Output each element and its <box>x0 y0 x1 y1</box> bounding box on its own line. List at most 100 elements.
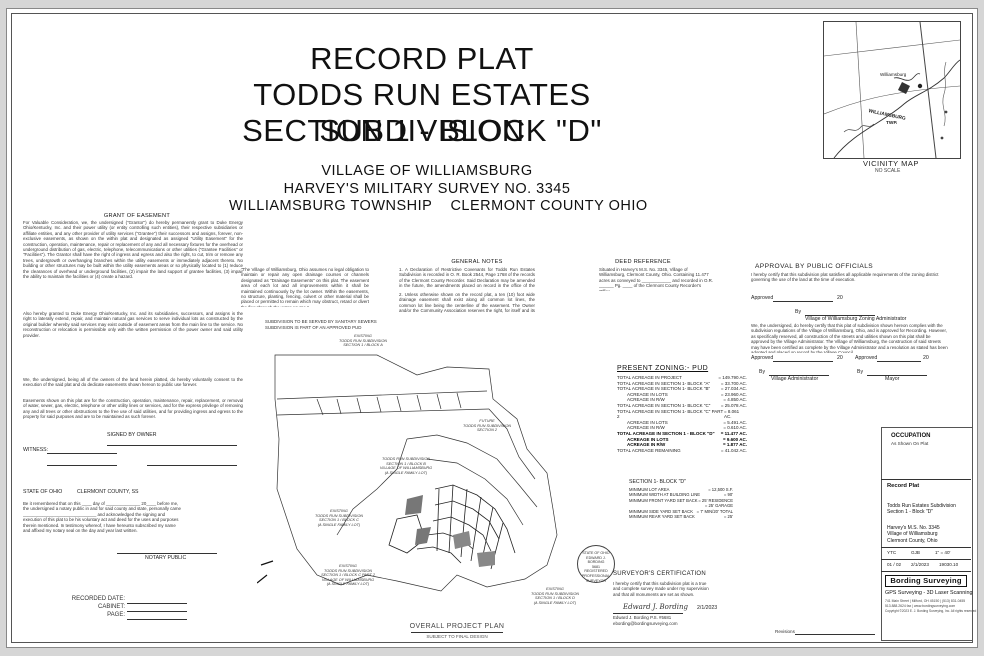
plan-label-block-c2: EXISTING TODDS RUN SUBDIVISION SECTION 1… <box>303 564 393 587</box>
surveyor-signature: Edward J. Bording <box>623 603 688 611</box>
zoning-row: ACREAGE IN LOTS= 5.491 AC. <box>617 420 747 426</box>
plan-label-block-b-line-3: VILLAGE OF WILLIAMSBURG <box>379 466 433 471</box>
plan-label-block-b: TODDS RUN SUBDIVISION SECTION 1 / BLOCK … <box>361 457 451 475</box>
revisions-line <box>795 634 875 635</box>
seal-professional: PROFESSIONAL SURVEYOR <box>582 573 610 583</box>
approval-heading: APPROVAL BY PUBLIC OFFICIALS <box>755 263 874 270</box>
title-block <box>881 427 973 641</box>
plan-label-future: FUTURE TODDS RUN SUBDIVISION SECTION 2 <box>447 419 527 433</box>
recorded-page-line <box>127 619 187 620</box>
zoning-row-label: ACREAGE IN R/W <box>627 425 665 431</box>
approval-by-label-3: By <box>857 369 864 375</box>
company-logo: Bording Surveying <box>885 575 967 587</box>
drawn-by: YTC <box>887 550 897 555</box>
zoning-row-value: = 11.477 AC. <box>720 430 747 436</box>
recorded-cabinet-label: CABINET: <box>97 604 125 610</box>
project-location-line-1: Harvey's M.S. No. 3345 <box>887 525 940 531</box>
sheet-number: 01 / 02 <box>887 562 902 567</box>
plan-label-block-d-line-4: (A SINGLE FAMILY LOT) <box>533 600 577 605</box>
block-d-row-label: MINIMUM WIDTH AT BUILDING LINE <box>629 492 701 498</box>
title-block-divider-2 <box>881 547 971 548</box>
block-d-row-label: MINIMUM LOT AREA <box>629 487 670 492</box>
occupation-subtitle: As Shown On Plat <box>891 441 929 446</box>
plan-subtitle: SUBJECT TO FINAL DESIGN <box>426 634 488 639</box>
general-note-2: 2. Unless otherwise shown on the record … <box>399 292 535 314</box>
pud-note: SUBDIVISION IS PART OF AN APPROVED PUD <box>265 325 362 330</box>
project-name-line-2: Section 1 - Block "D" <box>887 509 934 516</box>
title-line-1: RECORD PLAT <box>310 41 534 76</box>
zoning-row: ACREAGE IN R/W= 1.877 AC. <box>617 442 747 448</box>
plan-label-block-c2-line-3: SECTION 1 / BLOCK C PART 2 <box>321 573 375 578</box>
title-block-divider-3 <box>881 559 971 560</box>
deed-reference-heading: DEED REFERENCE <box>615 259 671 265</box>
owner-signature-line <box>107 445 237 446</box>
recorded-date-line <box>127 603 187 604</box>
zoning-row-value: = 4.850 AC. <box>723 397 747 403</box>
approved-year-1: 20 <box>837 295 843 301</box>
approval-by-label-2: By <box>759 369 766 375</box>
drawing-scale: 1" = 40' <box>935 550 951 555</box>
zoning-row-label: TOTAL ACREAGE IN SECTION 1 - BLOCK "D" <box>617 430 715 436</box>
surveyor-heading: SURVEYOR'S CERTIFICATION <box>613 571 707 577</box>
zoning-row-value: = 41.042 AC. <box>720 447 747 453</box>
zoning-row-value: = 149.790 AC. <box>718 375 747 380</box>
plan-label-block-b-line-4: (A SINGLE FAMILY LOT) <box>384 470 428 475</box>
approval-by-label: By <box>795 309 802 315</box>
approval-certification-1: I hereby certify that this subdivision p… <box>751 272 939 283</box>
block-d-row-label: MINIMUM REAR YARD SET BACK <box>629 514 695 520</box>
recorded-page-label: PAGE: <box>107 612 125 618</box>
zoning-row-value: = 8.061 AC. <box>723 408 740 420</box>
plan-title-underline <box>411 632 503 633</box>
general-note-1: 1. A Declaration of Restrictive Covenant… <box>399 267 535 289</box>
zoning-admin-label: Village of Williamsburg Zoning Administr… <box>805 316 907 322</box>
overall-project-plan-drawing <box>257 354 558 592</box>
seal-number: 5681 <box>592 564 600 569</box>
mayor-signature-line <box>867 375 927 376</box>
zoning-row-value: = 23.960 AC. <box>720 391 747 397</box>
village-admin-signature-line <box>769 375 829 376</box>
zoning-heading: PRESENT ZONING:- PUD <box>617 365 709 372</box>
seal-state: STATE OF OHIO <box>582 551 610 555</box>
easement-paragraph-4: Easements shown on this plat are for the… <box>23 398 243 420</box>
title-block-divider-4 <box>881 571 971 572</box>
company-address: 741 Main Street | Milford, OH 45150 | (5… <box>885 599 966 603</box>
block-d-row: MINIMUM FRONT YARD SET BACK= 25' RESIDEN… <box>629 498 733 503</box>
vicinity-map: Williamsburg WILLIAMSBURG TWP. <box>823 21 961 159</box>
deed-reference-text: Situated in Harvey's M.S. No. 3345, Vill… <box>599 267 713 291</box>
vicinity-map-title: VICINITY MAP <box>863 159 919 168</box>
title-line-2: TODDS RUN ESTATES SUBDIVISION <box>253 77 591 148</box>
easement-paragraph-3: We, the undersigned, being all of the ow… <box>23 377 243 388</box>
zoning-row-label: ACREAGE IN LOTS <box>627 436 669 442</box>
zoning-row-value: = 33.700 AC. <box>720 380 747 386</box>
plan-label-block-a-line-1: EXISTING <box>354 334 372 338</box>
zoning-admin-signature-line <box>805 315 875 316</box>
company-contact: 513.888.2624 fax | www.bordingsurveying.… <box>885 604 956 608</box>
project-location: Harvey's M.S. No. 3345 Village of Willia… <box>887 525 940 544</box>
seal-last-name: BORDING <box>587 560 605 565</box>
plat-sheet: RECORD PLAT TODDS RUN ESTATES SUBDIVISIO… <box>6 8 978 648</box>
sanitary-sewer-note: SUBDIVISION TO BE SERVED BY SANITARY SEW… <box>265 319 377 324</box>
drawing-date: 2/1/2023 <box>911 562 929 567</box>
plan-label-block-a-line-3: SECTION 1 / BLOCK A <box>343 343 383 348</box>
zoning-row-label: ACREAGE IN LOTS <box>627 419 668 425</box>
signed-by-owner: SIGNED BY OWNER <box>107 432 157 438</box>
witness-label: WITNESS: <box>23 447 49 453</box>
approved-date-line-2 <box>773 361 833 362</box>
block-d-row-value: = 25' GARAGE <box>704 503 733 509</box>
plan-label-block-b-line-1: TODDS RUN SUBDIVISION <box>381 457 431 461</box>
approved-date-line-3 <box>877 361 921 362</box>
zoning-row: TOTAL ACREAGE IN SECTION 1- BLOCK "C" PA… <box>617 409 747 420</box>
block-d-heading: SECTION 1- BLOCK "D" <box>629 479 687 485</box>
vicinity-map-drawing <box>824 22 960 158</box>
notary-public-label: NOTARY PUBLIC <box>145 555 187 561</box>
zoning-row-label: TOTAL ACREAGE IN SECTION 1- BLOCK "C" PA… <box>617 408 724 420</box>
village-drainage-note: "The Village of Williamsburg, Ohio assum… <box>241 267 369 307</box>
revisions-label: Revisions <box>775 629 795 634</box>
recorded-date-row: RECORDED DATE: <box>69 595 125 603</box>
zoning-row: ACREAGE IN LOTS= 9.600 AC. <box>617 437 747 443</box>
block-d-row: = 25' GARAGE <box>629 503 733 508</box>
seal-registered: REGISTERED <box>584 569 608 574</box>
plan-label-block-d: EXISTING TODDS RUN SUBDIVISION SECTION 1… <box>515 587 595 605</box>
checked-by: GJB <box>911 550 920 555</box>
plan-label-future-line-3: SECTION 2 <box>476 428 498 433</box>
